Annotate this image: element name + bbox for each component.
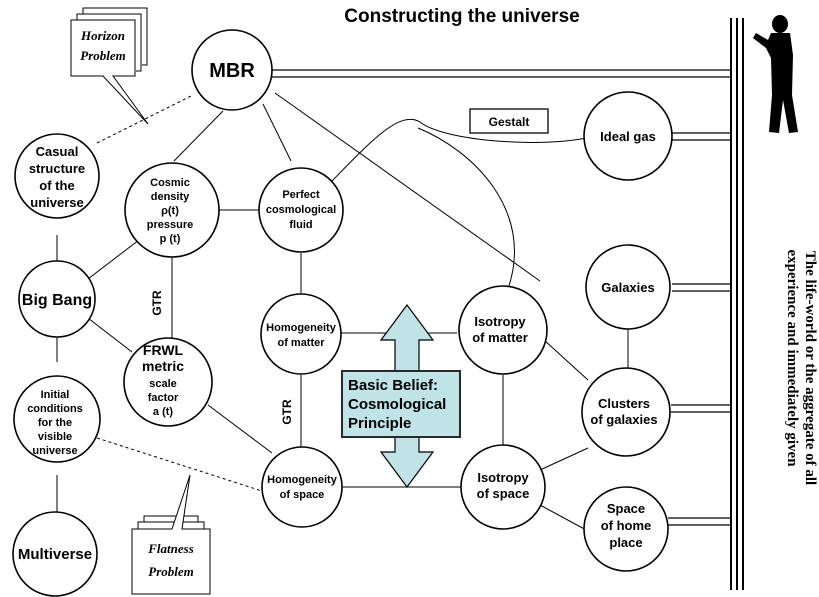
svg-text:visible: visible	[38, 431, 72, 443]
svg-text:structure: structure	[29, 161, 85, 176]
node-clusters-of-galaxies: Clusters of galaxies	[581, 367, 671, 457]
node-multiverse: Multiverse	[12, 511, 98, 597]
svg-text:Cosmic: Cosmic	[150, 177, 190, 189]
svg-text:Multiverse: Multiverse	[18, 546, 92, 563]
svg-text:of space: of space	[280, 489, 325, 501]
horizon-note-line-2: Problem	[80, 48, 126, 63]
lifeworld-line-2: experience and immediately given	[784, 249, 800, 467]
horizon-note-line-1: Horizon	[80, 28, 125, 43]
svg-text:universe: universe	[32, 445, 77, 457]
basic-belief-box: Basic Belief: Cosmological Principle	[341, 370, 461, 438]
svg-text:ρ(t): ρ(t)	[161, 205, 179, 217]
svg-text:conditions: conditions	[27, 403, 83, 415]
edges	[56, 92, 629, 532]
node-cosmic-density: Cosmic density ρ(t) pressure p (t)	[124, 162, 220, 258]
node-perfect-fluid: Perfect cosmological fluid	[258, 167, 344, 253]
flatness-problem-note: Flatness Problem	[131, 474, 211, 595]
svg-text:cosmological: cosmological	[266, 204, 336, 216]
svg-text:pressure: pressure	[147, 219, 193, 231]
svg-text:scale: scale	[149, 378, 177, 390]
svg-text:Perfect: Perfect	[282, 189, 320, 201]
node-big-bang: Big Bang	[18, 260, 96, 338]
svg-text:of home: of home	[601, 518, 652, 533]
node-ideal-gas: Ideal gas	[583, 91, 673, 181]
svg-text:Homogeneity: Homogeneity	[266, 322, 337, 334]
node-homogeneity-space: Homogeneity of space	[261, 446, 343, 528]
svg-text:Ideal gas: Ideal gas	[600, 129, 656, 144]
svg-text:Galaxies: Galaxies	[601, 280, 655, 295]
bar-connectors	[268, 69, 731, 526]
gtr-label-lower: GTR	[280, 399, 294, 425]
node-galaxies: Galaxies	[585, 244, 671, 330]
node-mbr: MBR	[191, 29, 273, 111]
svg-text:Initial: Initial	[41, 389, 70, 401]
svg-text:Space: Space	[607, 501, 645, 516]
svg-text:of matter: of matter	[472, 330, 528, 345]
basic-belief-line-2: Cosmological	[348, 396, 446, 413]
node-homogeneity-matter: Homogeneity of matter	[260, 293, 342, 375]
node-initial-conditions: Initial conditions for the visible unive…	[13, 375, 101, 463]
flatness-note-line-1: Flatness	[147, 541, 194, 556]
diagram-title: Constructing the universe	[344, 6, 580, 27]
svg-text:of space: of space	[477, 486, 530, 501]
lifeworld-caption: The life-world or the aggregate of all e…	[784, 249, 818, 485]
svg-text:universe: universe	[30, 195, 83, 210]
svg-text:fluid: fluid	[289, 219, 312, 231]
svg-text:for the: for the	[38, 417, 72, 429]
svg-text:place: place	[609, 535, 642, 550]
svg-text:Homogeneity: Homogeneity	[267, 474, 338, 486]
svg-text:FRWL: FRWL	[143, 342, 184, 358]
svg-text:Casual: Casual	[36, 144, 79, 159]
svg-text:metric: metric	[142, 358, 184, 374]
lifeworld-bar	[730, 18, 744, 590]
basic-belief-line-3: Principle	[348, 415, 411, 432]
gtr-label-upper: GTR	[150, 290, 164, 316]
svg-text:of the: of the	[39, 178, 74, 193]
gestalt-box: Gestalt	[469, 108, 549, 134]
svg-text:Big Bang: Big Bang	[22, 292, 92, 309]
svg-text:Isotropy: Isotropy	[474, 314, 526, 329]
person-silhouette-icon	[753, 15, 798, 133]
node-isotropy-space: Isotropy of space	[460, 444, 546, 530]
svg-text:Isotropy: Isotropy	[477, 470, 529, 485]
svg-text:p (t): p (t)	[160, 233, 181, 245]
gestalt-label: Gestalt	[489, 115, 530, 129]
svg-text:of galaxies: of galaxies	[590, 412, 657, 427]
svg-text:MBR: MBR	[209, 60, 255, 82]
svg-text:a (t): a (t)	[153, 406, 174, 418]
horizon-problem-note: Horizon Problem	[70, 7, 149, 125]
node-isotropy-matter: Isotropy of matter	[458, 285, 548, 375]
node-space-of-home: Space of home place	[583, 486, 669, 572]
svg-text:density: density	[151, 191, 190, 203]
svg-text:factor: factor	[148, 392, 179, 404]
node-frwl-metric: FRWL metric scale factor a (t)	[123, 337, 213, 427]
svg-text:Clusters: Clusters	[598, 396, 650, 411]
svg-text:of matter: of matter	[277, 337, 325, 349]
basic-belief-line-1: Basic Belief:	[348, 377, 438, 394]
lifeworld-line-1: The life-world or the aggregate of all	[802, 251, 818, 485]
node-causal-structure: Casual structure of the universe	[14, 133, 100, 219]
flatness-note-line-2: Problem	[148, 564, 194, 579]
